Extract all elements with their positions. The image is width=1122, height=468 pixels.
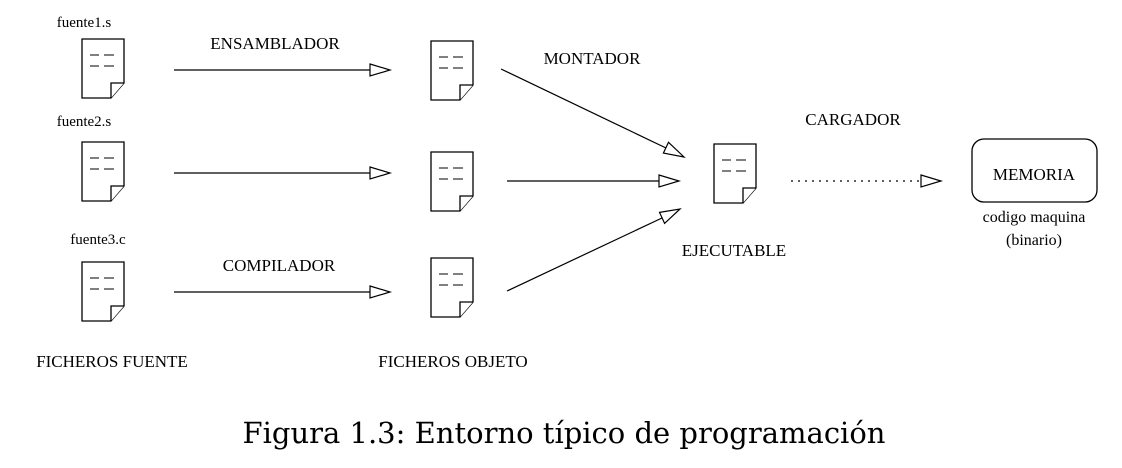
source-file-3-label: fuente3.c: [70, 232, 126, 248]
document-icon: [81, 261, 125, 322]
memory-label: MEMORIA: [993, 165, 1076, 184]
memory-subtitle-1: codigo maquina: [983, 209, 1086, 226]
source-file-3: fuente3.c: [70, 232, 126, 322]
document-icon: [81, 141, 125, 202]
document-icon: [81, 38, 125, 99]
arrow-right-icon: [174, 166, 393, 180]
source-files-group-label: FICHEROS FUENTE: [36, 352, 188, 371]
object-files-group-label: FICHEROS OBJETO: [378, 352, 527, 371]
arrow-right-icon: [500, 68, 686, 158]
object-file-3: [430, 257, 474, 318]
loader-label: CARGADOR: [805, 110, 901, 129]
memory-box: MEMORIA: [971, 138, 1098, 203]
object-file-1: [430, 40, 474, 101]
source-file-1-label: fuente1.s: [57, 15, 112, 31]
document-icon: [430, 151, 474, 212]
arrow-right-icon: [791, 174, 944, 188]
memory-subtitle-2: (binario): [1006, 232, 1062, 249]
source-file-2: fuente2.s: [57, 114, 125, 202]
document-icon: [713, 143, 757, 204]
compiler-label: COMPILADOR: [223, 256, 336, 275]
object-file-2: [430, 151, 474, 212]
arrow-right-icon: [174, 63, 393, 77]
document-icon: [430, 257, 474, 318]
source-file-2-label: fuente2.s: [57, 114, 112, 130]
arrow-right-icon: [507, 174, 682, 188]
document-icon: [430, 40, 474, 101]
executable-label: EJECUTABLE: [682, 241, 786, 260]
arrow-right-icon: [174, 285, 393, 299]
arrow-right-icon: [506, 208, 682, 292]
source-file-1: fuente1.s: [57, 15, 125, 99]
linker-label: MONTADOR: [544, 49, 642, 68]
assembler-label: ENSAMBLADOR: [210, 34, 340, 53]
executable-file: EJECUTABLE: [682, 143, 786, 260]
figure-caption: Figura 1.3: Entorno típico de programaci…: [243, 416, 886, 450]
